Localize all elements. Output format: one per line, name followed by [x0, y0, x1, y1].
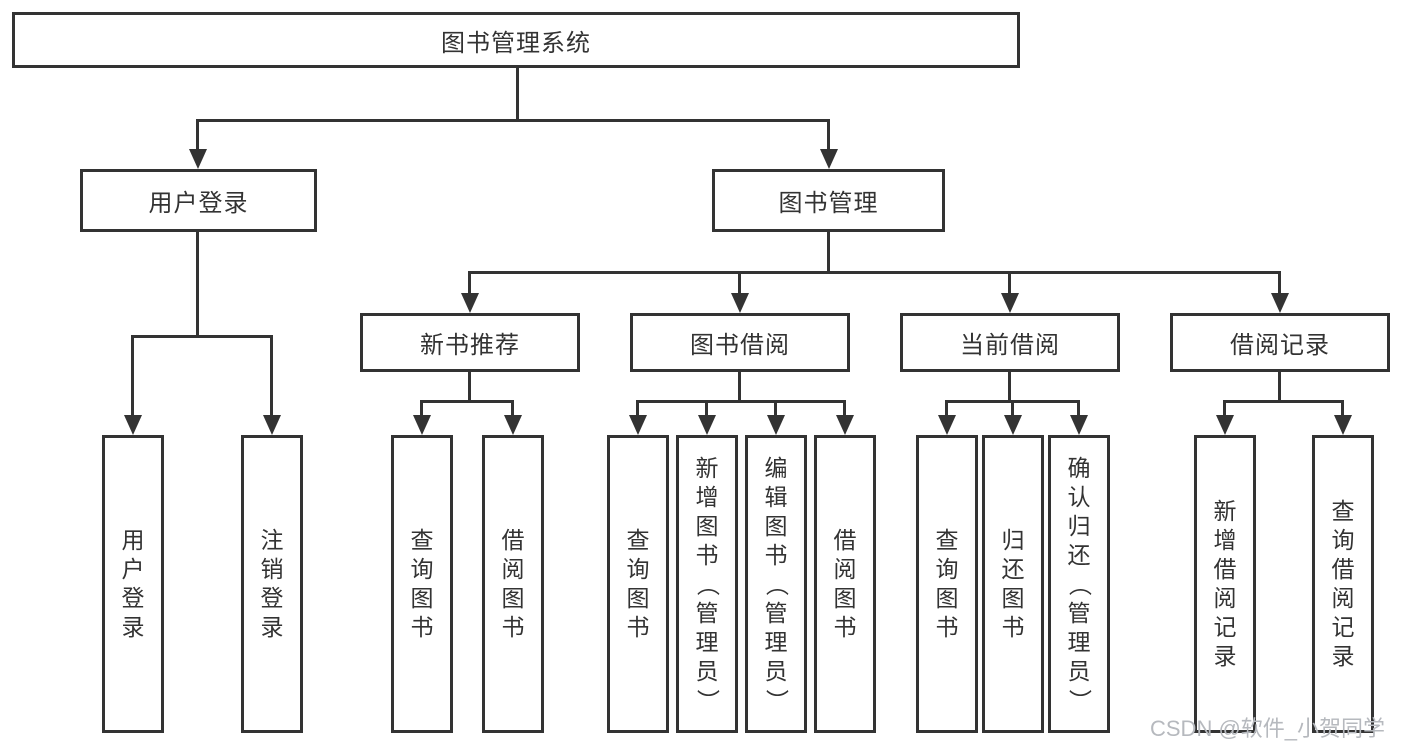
node-new-book-recommend: 新书推荐	[360, 313, 580, 372]
connector-line	[468, 271, 471, 297]
connector-line	[196, 119, 830, 122]
connector-line	[843, 400, 846, 417]
csdn-watermark: CSDN @软件_小贺同学	[1150, 716, 1386, 741]
node-borrow-records: 借阅记录	[1170, 313, 1390, 372]
node-book-management: 图书管理	[712, 169, 945, 232]
leaf-label: 查询图书	[935, 527, 959, 640]
arrowhead-down-icon	[938, 415, 956, 435]
connector-line	[468, 271, 1281, 274]
connector-line	[1223, 400, 1226, 417]
leaf-label: 借阅图书	[501, 527, 525, 640]
leaf-return-book: 归还图书	[982, 435, 1044, 733]
arrowhead-down-icon	[461, 293, 479, 313]
connector-line	[636, 400, 639, 417]
connector-line	[1011, 400, 1014, 417]
arrowhead-down-icon	[504, 415, 522, 435]
leaf-label: 查询图书	[410, 527, 434, 640]
connector-line	[1008, 372, 1011, 402]
connector-line	[705, 400, 708, 417]
connector-line	[196, 119, 199, 152]
arrowhead-down-icon	[1334, 415, 1352, 435]
arrowhead-down-icon	[124, 415, 142, 435]
leaf-label: 归还图书	[1001, 527, 1025, 640]
arrowhead-down-icon	[263, 415, 281, 435]
connector-line	[1341, 400, 1344, 417]
leaf-label: 新增图书（管理员）	[694, 454, 721, 712]
node-current-borrow: 当前借阅	[900, 313, 1120, 372]
connector-line	[131, 335, 273, 338]
arrowhead-down-icon	[1271, 293, 1289, 313]
leaf-confirm-return-admin: 确认归还（管理员）	[1048, 435, 1110, 733]
leaf-edit-book-admin: 编辑图书（管理员）	[745, 435, 807, 733]
leaf-add-borrow-record: 新增借阅记录	[1194, 435, 1256, 733]
leaf-query-borrow-record: 查询借阅记录	[1312, 435, 1374, 733]
arrowhead-down-icon	[731, 293, 749, 313]
connector-line	[1008, 271, 1011, 297]
connector-line	[420, 400, 514, 403]
connector-line	[270, 335, 273, 417]
connector-line	[827, 232, 830, 273]
arrowhead-down-icon	[698, 415, 716, 435]
leaf-label: 注销登录	[260, 527, 284, 640]
connector-line	[420, 400, 423, 417]
connector-line	[945, 400, 948, 417]
leaf-borrow-books-recommend: 借阅图书	[482, 435, 544, 733]
connector-line	[511, 400, 514, 417]
leaf-label: 确认归还（管理员）	[1066, 454, 1093, 712]
leaf-label: 编辑图书（管理员）	[763, 454, 790, 712]
leaf-label: 新增借阅记录	[1213, 498, 1237, 669]
leaf-label: 查询借阅记录	[1331, 498, 1355, 669]
connector-line	[738, 271, 741, 297]
leaf-query-books-borrow: 查询图书	[607, 435, 669, 733]
connector-line	[774, 400, 777, 417]
arrowhead-down-icon	[413, 415, 431, 435]
connector-line	[468, 372, 471, 402]
node-user-login: 用户登录	[80, 169, 317, 232]
node-library-system: 图书管理系统	[12, 12, 1020, 68]
leaf-borrow-books: 借阅图书	[814, 435, 876, 733]
connector-line	[196, 232, 199, 337]
node-book-borrow: 图书借阅	[630, 313, 850, 372]
connector-line	[516, 68, 519, 121]
arrowhead-down-icon	[189, 149, 207, 169]
leaf-user-login: 用户登录	[102, 435, 164, 733]
leaf-logout: 注销登录	[241, 435, 303, 733]
arrowhead-down-icon	[836, 415, 854, 435]
connector-line	[131, 335, 134, 417]
arrowhead-down-icon	[629, 415, 647, 435]
leaf-query-books-recommend: 查询图书	[391, 435, 453, 733]
leaf-label: 查询图书	[626, 527, 650, 640]
leaf-add-book-admin: 新增图书（管理员）	[676, 435, 738, 733]
arrowhead-down-icon	[1001, 293, 1019, 313]
arrowhead-down-icon	[1070, 415, 1088, 435]
arrowhead-down-icon	[820, 149, 838, 169]
connector-line	[1278, 271, 1281, 297]
connector-line	[1278, 372, 1281, 402]
connector-line	[636, 400, 846, 403]
connector-line	[738, 372, 741, 402]
connector-line	[1077, 400, 1080, 417]
connector-line	[1223, 400, 1344, 403]
arrowhead-down-icon	[1004, 415, 1022, 435]
leaf-query-books-current: 查询图书	[916, 435, 978, 733]
connector-line	[827, 119, 830, 152]
arrowhead-down-icon	[1216, 415, 1234, 435]
leaf-label: 借阅图书	[833, 527, 857, 640]
leaf-label: 用户登录	[121, 527, 145, 640]
arrowhead-down-icon	[767, 415, 785, 435]
